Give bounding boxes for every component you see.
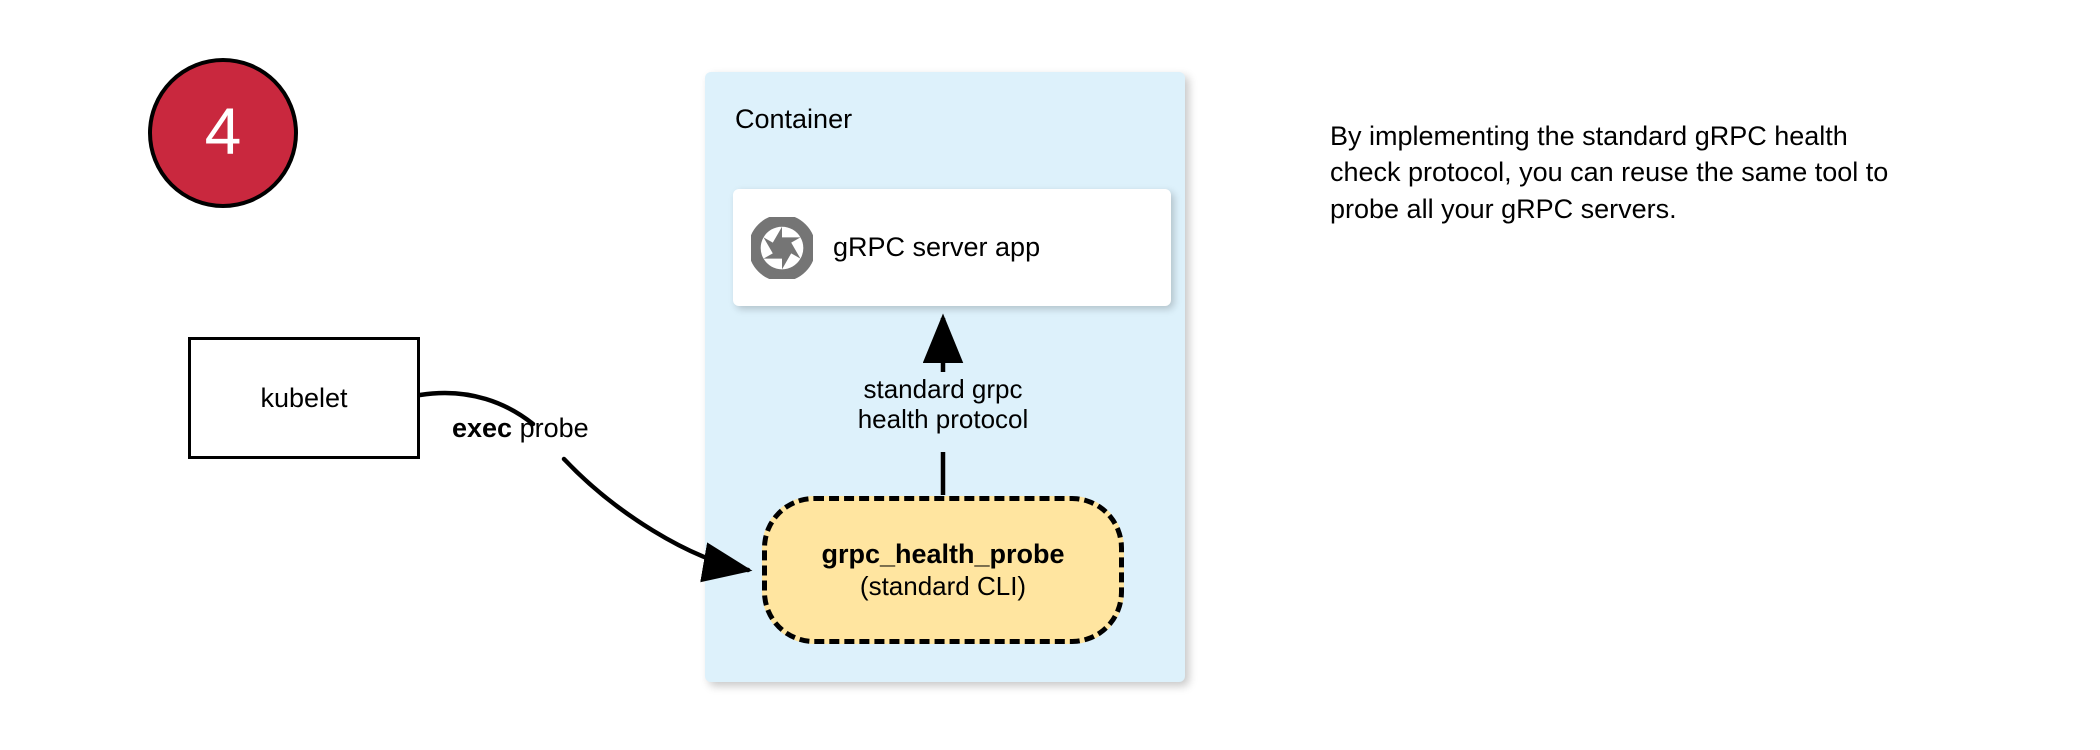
grpc-health-probe-subtitle: (standard CLI)	[859, 570, 1027, 601]
health-protocol-edge-label: standard grpc health protocol	[828, 374, 1058, 435]
grpc-health-probe-title: grpc_health_probe	[821, 538, 1065, 569]
kubelet-box: kubelet	[188, 337, 420, 459]
exec-probe-rest-text: probe	[512, 413, 589, 443]
grpc-server-app-card: gRPC server app	[733, 189, 1171, 306]
exec-probe-bold-text: exec	[452, 413, 513, 443]
container-title: Container	[735, 104, 853, 134]
health-protocol-line-2: health protocol	[857, 403, 1029, 434]
step-number-badge: 4	[148, 58, 298, 208]
grpc-health-probe-box: grpc_health_probe (standard CLI)	[762, 496, 1124, 644]
aperture-icon	[751, 216, 813, 279]
kubelet-label: kubelet	[260, 382, 348, 413]
health-protocol-line-1: standard grpc	[863, 374, 1023, 404]
step-number-text: 4	[204, 94, 242, 168]
explanatory-note: By implementing the standard gRPC health…	[1330, 121, 1889, 224]
grpc-server-app-label: gRPC server app	[833, 232, 1041, 262]
exec-probe-edge-label: exec probe	[452, 413, 589, 444]
